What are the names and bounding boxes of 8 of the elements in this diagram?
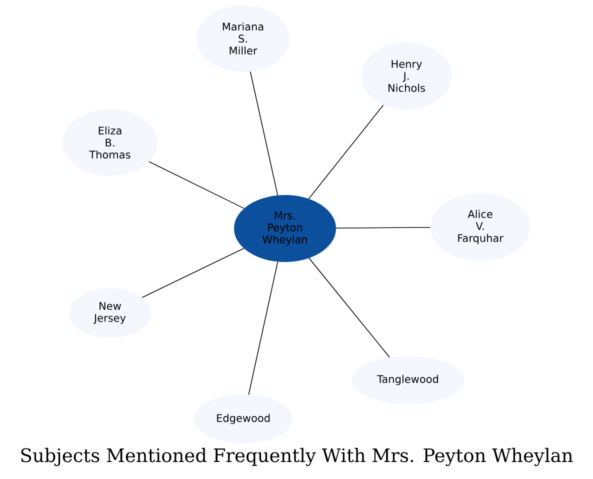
- connector-line: [148, 161, 245, 209]
- connector-line: [142, 248, 244, 298]
- caption: Subjects Mentioned Frequently With Mrs. Peyton Wheylan: [21, 448, 573, 466]
- connector-line: [308, 258, 390, 358]
- connector-line: [248, 261, 278, 396]
- connector-line: [250, 71, 278, 196]
- connector-line: [308, 104, 384, 200]
- connector-line: [336, 226, 431, 229]
